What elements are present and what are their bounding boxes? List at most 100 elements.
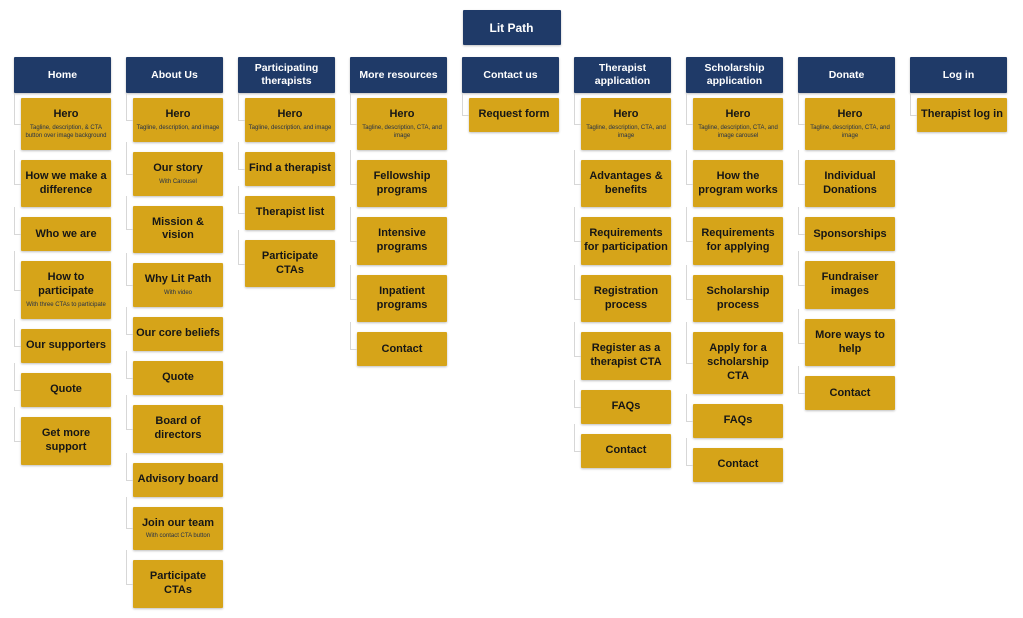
column-header-scholarship-application: Scholarship application [686,57,783,93]
node-board-of-directors: Board of directors [133,405,223,453]
sitemap-node-title: Fundraiser images [821,271,879,298]
column-header-label: Home [47,68,78,81]
column-items: Therapist log in [910,93,1007,132]
column-header-home: Home [14,57,111,93]
sitemap-node-wrapper: Board of directors [126,395,223,453]
node-our-story: Our story With Carousel [133,151,223,196]
sitemap-node-title: Therapist log in [921,108,1003,121]
node-mission-vision: Mission & vision [133,205,223,254]
sitemap-node-title: Hero [389,108,415,120]
sitemap-node-title: Hero [53,108,79,120]
sitemap-node-subtitle: With three CTAs to participate [26,301,106,308]
sitemap-node-wrapper: Hero Tagline, description, CTA, and imag… [798,93,895,150]
column-donate: Donate Hero Tagline, description, CTA, a… [798,57,895,411]
column-items: Hero Tagline, description, & CTA button … [14,93,111,465]
sitemap-node-wrapper: Hero Tagline, description, & CTA button … [14,93,111,150]
sitemap-node-wrapper: Therapist list [238,185,335,230]
node-contact: Contact [581,433,671,468]
sitemap-node-title: Advisory board [137,472,219,485]
sitemap-node-wrapper: FAQs [686,393,783,438]
sitemap-node-title: How we make a difference [25,169,107,196]
node-find-a-therapist: Find a therapist [245,151,335,186]
sitemap-node-wrapper: Therapist log in [910,93,1007,132]
column-header-label: Log in [942,68,975,81]
sitemap-node-wrapper: Contact [686,437,783,482]
sitemap-node-title: Hero [165,108,191,120]
sitemap-node-wrapper: Advantages & benefits [574,150,671,208]
sitemap-node-title: Our core beliefs [136,327,220,340]
node-who-we-are: Who we are [21,217,111,252]
sitemap-node-wrapper: Who we are [14,207,111,252]
sitemap-node-title: How the program works [698,169,778,196]
node-fundraiser-images: Fundraiser images [805,261,895,309]
node-participate-ctas: Participate CTAs [133,560,223,608]
node-therapist-list: Therapist list [245,195,335,230]
node-individual-donations: Individual Donations [805,159,895,208]
sitemap-node-wrapper: Mission & vision [126,195,223,254]
sitemap-node-wrapper: Hero Tagline, description, CTA, and imag… [574,93,671,150]
column-items: Hero Tagline, description, and image Fin… [238,93,335,288]
sitemap-node-title: Participate CTAs [261,249,319,276]
sitemap-node-wrapper: Apply for a scholarship CTA [686,322,783,394]
node-get-more-support: Get more support [21,417,111,465]
sitemap-node-title: Intensive programs [376,227,428,254]
sitemap-node-title: Board of directors [154,415,202,441]
sitemap-node-title: Quote [50,383,82,396]
sitemap-node-wrapper: Fundraiser images [798,251,895,309]
sitemap-node-wrapper: Find a therapist [238,141,335,186]
sitemap-node-wrapper: Our story With Carousel [126,141,223,196]
sitemap-node-wrapper: Sponsorships [798,207,895,252]
sitemap-node-title: Individual Donations [823,169,877,196]
sitemap-node-wrapper: Quote [14,363,111,408]
node-requirements-for-participation: Requirements for participation [581,217,671,265]
sitemap-node-title: Requirements for applying [701,227,775,254]
sitemap-node-wrapper: How to participate With three CTAs to pa… [14,251,111,320]
sitemap-node-title: Who we are [35,227,97,240]
node-why-lit-path: Why Lit Path With video [133,263,223,308]
sitemap-node-subtitle: With contact CTA button [145,533,211,540]
sitemap-node-wrapper: Join our team With contact CTA button [126,496,223,551]
sitemap-node-title: Hero [613,108,639,120]
node-hero: Hero Tagline, description, and image [245,98,335,142]
sitemap-node-wrapper: Registration process [574,265,671,323]
sitemap-node-title: Participate CTAs [149,570,207,597]
node-intensive-programs: Intensive programs [357,217,447,265]
sitemap-node-subtitle: Tagline, description, CTA, and image car… [698,124,778,139]
sitemap-root-node: Lit Path [462,10,561,45]
sitemap-node-wrapper: How the program works [686,150,783,208]
sitemap-node-title: Hero [725,108,751,120]
sitemap-node-wrapper: Participate CTAs [238,229,335,288]
node-hero: Hero Tagline, description, CTA, and imag… [581,98,671,150]
column-header-about-us: About Us [126,57,223,93]
node-how-to-participate: How to participate With three CTAs to pa… [21,261,111,320]
sitemap-node-wrapper: FAQs [574,379,671,424]
column-home: Home Hero Tagline, description, & CTA bu… [14,57,111,465]
sitemap-node-title: Requirements for participation [584,227,668,254]
node-requirements-for-applying: Requirements for applying [693,217,783,265]
column-items: Hero Tagline, description, CTA, and imag… [798,93,895,411]
sitemap-node-subtitle: With Carousel [159,178,197,185]
node-register-as-a-therapist-cta: Register as a therapist CTA [581,332,671,380]
sitemap-node-title: Scholarship process [706,284,770,311]
sitemap-node-wrapper: Advisory board [126,452,223,497]
sitemap-node-title: Quote [162,371,194,384]
sitemap-node-wrapper: Fellowship programs [350,150,447,208]
sitemap-node-title: Therapist list [255,205,325,218]
sitemap-node-wrapper: Intensive programs [350,207,447,265]
sitemap-node-wrapper: Contact [798,366,895,411]
sitemap-node-wrapper: Contact [574,423,671,468]
sitemap-node-wrapper: Requirements for participation [574,207,671,265]
sitemap-node-wrapper: Request form [462,93,559,132]
sitemap-node-title: Our story [153,161,203,174]
sitemap-node-wrapper: Our core beliefs [126,307,223,352]
column-items: Hero Tagline, description, CTA, and imag… [574,93,671,468]
sitemap-node-title: Why Lit Path [144,273,212,286]
sitemap-node-wrapper: How we make a difference [14,150,111,208]
sitemap-node-subtitle: Tagline, description, and image [248,124,332,131]
node-scholarship-process: Scholarship process [693,274,783,323]
node-participate-ctas: Participate CTAs [245,239,335,288]
sitemap-node-subtitle: Tagline, description, & CTA button over … [25,124,107,139]
sitemap-node-wrapper: Register as a therapist CTA [574,322,671,380]
node-join-our-team: Join our team With contact CTA button [133,506,223,551]
column-therapist-application: Therapist application Hero Tagline, desc… [574,57,671,468]
